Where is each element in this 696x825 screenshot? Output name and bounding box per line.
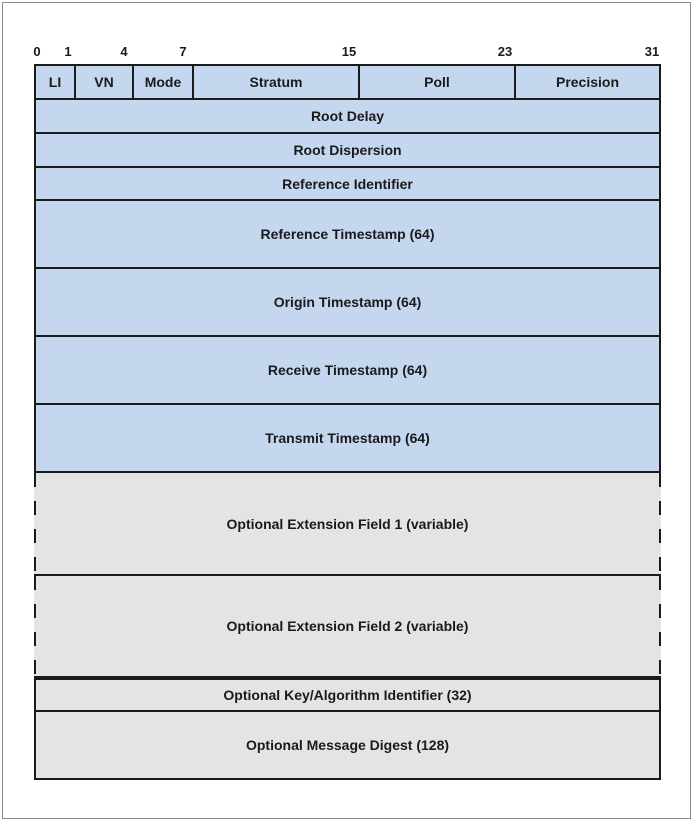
bit-position-7: 7 xyxy=(179,44,187,59)
field-precision: Precision xyxy=(555,74,620,90)
field-mode: Mode xyxy=(134,66,194,98)
field-root-dispersion: Root Dispersion xyxy=(34,134,661,168)
field-poll: Poll xyxy=(360,66,516,98)
bit-position-1: 1 xyxy=(64,44,72,59)
bit-position-0: 0 xyxy=(33,44,41,59)
field-receive-timestamp: Receive Timestamp (64) xyxy=(34,337,661,405)
field-stratum: Stratum xyxy=(194,66,360,98)
field-extension-1: Optional Extension Field 1 (variable) xyxy=(34,473,661,576)
field-reference-identifier: Reference Identifier xyxy=(34,168,661,201)
ntp-packet-diagram: LI VN Mode Stratum Poll Precision Root D… xyxy=(34,64,661,780)
field-transmit-timestamp: Transmit Timestamp (64) xyxy=(34,405,661,473)
field-message-digest: Optional Message Digest (128) xyxy=(34,712,661,780)
field-key-identifier: Optional Key/Algorithm Identifier (32) xyxy=(34,678,661,712)
field-li: LI xyxy=(36,66,76,98)
field-root-delay: Root Delay xyxy=(34,100,661,134)
bit-position-23: 23 xyxy=(497,44,513,59)
field-vn: VN xyxy=(76,66,134,98)
header-row: LI VN Mode Stratum Poll Precision xyxy=(34,64,661,100)
bit-position-31: 31 xyxy=(644,44,660,59)
field-origin-timestamp: Origin Timestamp (64) xyxy=(34,269,661,337)
field-reference-timestamp: Reference Timestamp (64) xyxy=(34,201,661,269)
bit-position-4: 4 xyxy=(120,44,128,59)
field-extension-2: Optional Extension Field 2 (variable) xyxy=(34,576,661,678)
bit-position-15: 15 xyxy=(341,44,357,59)
